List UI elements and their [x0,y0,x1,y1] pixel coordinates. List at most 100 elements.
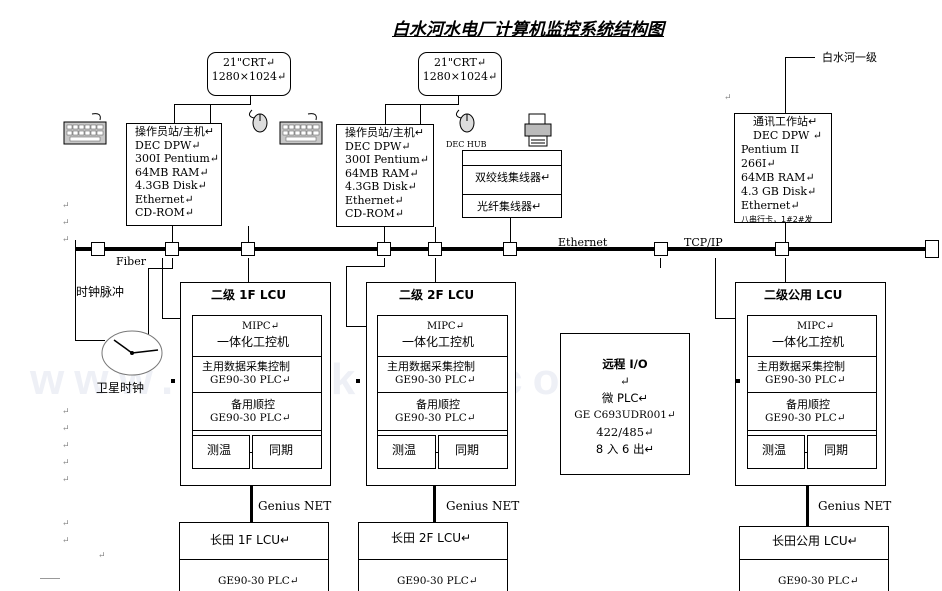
tcpip-label: TCP/IP [684,236,723,249]
fiber-label: Fiber [116,255,146,268]
main-plc-model: GE90-30 PLC↵ [395,374,476,386]
changtian-title: 长田 1F LCU↵ [210,533,291,547]
crt-resolution: 1280×1024↵ [422,70,498,83]
keyboard-icon [63,113,107,145]
station-cpu: 300I Pentium↵ [345,153,430,166]
connector-marker [356,379,360,383]
ipc-label: 一体化工控机 [772,335,845,349]
main-plc-label: 主用数据采集控制 [202,360,290,373]
backup-plc-model: GE90-30 PLC↵ [765,412,846,424]
remote-io-interface: 422/485↵ [596,425,654,439]
sync-module: 同期 [438,435,508,469]
station-model: DEC DPW↵ [135,138,201,152]
station-net: Ethernet↵ [345,193,404,207]
crt-resolution: 1280×1024↵ [211,70,287,83]
bus-node [654,242,668,256]
bus-node [91,242,105,256]
ipc-label: 一体化工控机 [217,335,290,349]
lcu-unit-2: 二级 2F LCU MIPC↵ 一体化工控机 主用数据采集控制 GE90-30 … [366,282,516,486]
changtian-title: 长田 2F LCU↵ [391,531,472,545]
backup-plc-label: 备用顺控 [786,398,830,411]
temp-module: 测温 [747,435,805,469]
backup-plc-model: GE90-30 PLC↵ [210,412,291,424]
paragraph-mark: ↵ [724,93,732,103]
station-role: 操作员站/主机↵ [135,125,214,138]
changtian-title: 长田公用 LCU↵ [772,534,858,548]
genius-net-label: Genius NET [446,499,520,513]
sync-module: 同期 [252,435,322,469]
comm-role: 通讯工作站↵ [753,115,818,128]
station-cpu: 300I Pentium↵ [135,152,220,165]
dec-hub-label: DEC HUB [446,140,487,149]
bus-node [377,242,391,256]
main-plc-model: GE90-30 PLC↵ [765,374,846,386]
bus-node [503,242,517,256]
mipc-label: MIPC↵ [427,321,464,332]
clock-icon [101,330,163,376]
changtian-lcu-1: 长田 1F LCU↵ GE90-30 PLC↵ [179,522,329,591]
lcu-plc-panel: MIPC↵ 一体化工控机 主用数据采集控制 GE90-30 PLC↵ 备用顺控 … [192,315,322,453]
comm-ram: 64MB RAM↵ [741,171,815,184]
micro-plc: 微 PLC↵ [601,391,649,405]
temp-module: 测温 [192,435,250,469]
station-model: DEC DPW↵ [345,139,411,153]
remote-io-box: 远程 I/O ↵ 微 PLC↵ GE C693UDR001↵ 422/485↵ … [560,333,690,475]
mipc-label: MIPC↵ [242,321,279,332]
sync-module: 同期 [807,435,877,469]
mouse-icon [455,109,475,133]
remote-io-title: 远程 I/O [602,357,648,371]
changtian-model: GE90-30 PLC↵ [778,575,859,587]
operator-station-1: 操作员站/主机↵ DEC DPW↵ 300I Pentium↵ 64MB RAM… [126,123,222,226]
main-plc-label: 主用数据采集控制 [387,360,475,373]
genius-net-label: Genius NET [818,499,892,513]
crt-monitor: 21"CRT↵ 1280×1024↵ [207,52,291,96]
lcu-unit-1: 二级 1F LCU MIPC↵ 一体化工控机 主用数据采集控制 GE90-30 … [180,282,331,486]
lcu-title: 二级 1F LCU [211,288,287,302]
main-plc-model: GE90-30 PLC↵ [210,374,291,386]
comm-net: Ethernet↵ [741,199,800,212]
paragraph-marks: ↵↵↵ [62,201,70,245]
remote-io-channels: 8 入 6 出↵ [595,442,655,456]
mouse-icon [248,109,268,133]
comm-serial: 八串行卡，1#2#发 [741,215,813,224]
clock-pulse-label: 时钟脉冲 [76,285,125,299]
station-cdrom: CD-ROM↵ [345,207,404,220]
crt-monitor: 21"CRT↵ 1280×1024↵ [418,52,502,96]
comm-disk: 4.3 GB Disk↵ [741,185,817,198]
station-cdrom: CD-ROM↵ [135,206,194,219]
baishuihe-level1-label: 白水河一级 [822,51,877,64]
temp-module: 测温 [377,435,436,469]
page-corner-mark [40,578,60,579]
lcu-title: 二级公用 LCU [764,288,843,302]
changtian-lcu-2: 长田 2F LCU↵ GE90-30 PLC↵ [358,522,508,591]
keyboard-icon [279,113,323,145]
comm-station: 通讯工作站↵ DEC DPW ↵ Pentium II 266I↵ 64MB R… [734,113,832,224]
bus-node [775,242,789,256]
bus-node [428,242,442,256]
station-ram: 64MB RAM↵ [345,166,419,180]
main-plc-label: 主用数据采集控制 [757,360,845,373]
genius-net-label: Genius NET [258,499,332,513]
station-disk: 4.3GB Disk↵ [345,180,417,193]
diagram-title: 白水河水电厂计算机监控系统结构图 [392,20,664,40]
station-role: 操作员站/主机↵ [345,126,424,139]
station-ram: 64MB RAM↵ [135,165,209,179]
remote-io-model: GE C693UDR001↵ [574,409,676,421]
comm-model: DEC DPW ↵ [753,129,823,142]
mipc-label: MIPC↵ [797,321,834,332]
backup-plc-label: 备用顺控 [231,398,275,411]
connector-marker [171,379,175,383]
operator-station-2: 操作员站/主机↵ DEC DPW↵ 300I Pentium↵ 64MB RAM… [336,124,434,227]
hub-box: 双绞线集线器↵ 光纤集线器↵ [462,150,562,218]
lcu-plc-panel: MIPC↵ 一体化工控机 主用数据采集控制 GE90-30 PLC↵ 备用顺控 … [377,315,508,453]
crt-size: 21"CRT↵ [222,56,276,69]
bus-node [241,242,255,256]
ipc-label: 一体化工控机 [402,335,475,349]
backup-plc-label: 备用顺控 [416,398,460,411]
bus-node [925,240,939,258]
satellite-clock-label: 卫星时钟 [96,381,145,395]
fiber-hub: 光纤集线器↵ [477,200,542,213]
changtian-lcu-common: 长田公用 LCU↵ GE90-30 PLC↵ [739,526,889,591]
changtian-model: GE90-30 PLC↵ [397,575,478,587]
bus-node [165,242,179,256]
